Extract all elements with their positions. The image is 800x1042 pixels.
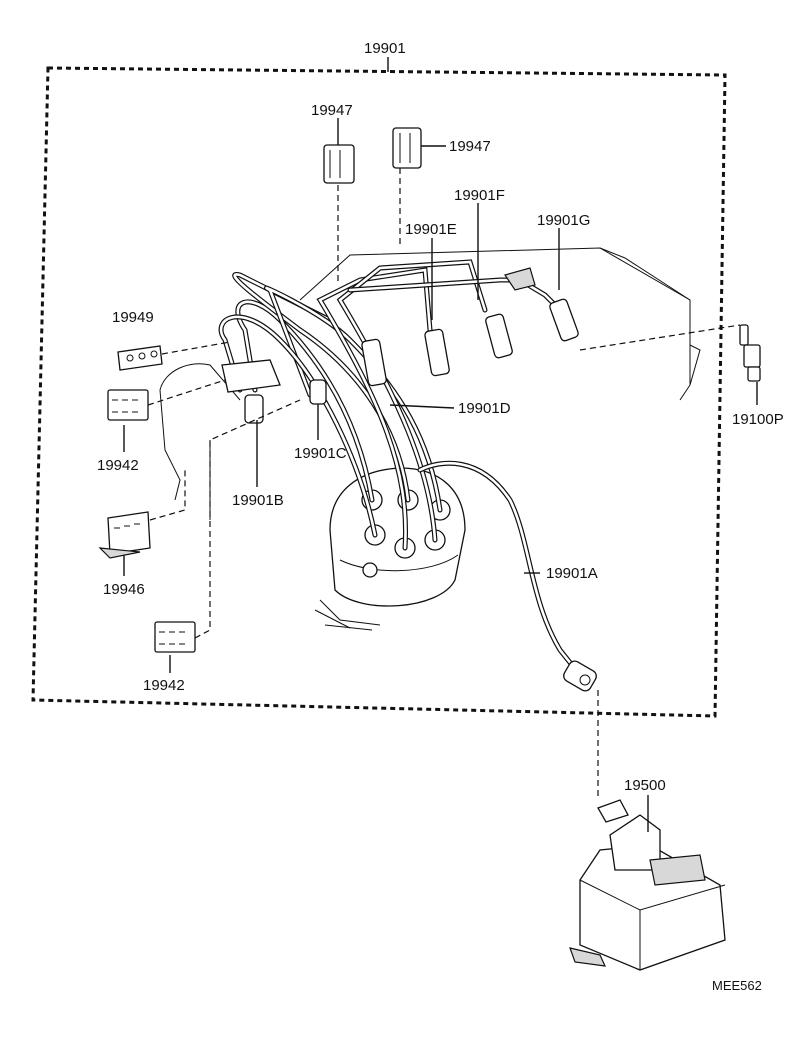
label-clamp-19942-upper: 19942 bbox=[97, 457, 139, 474]
coil-lead-terminal bbox=[563, 660, 597, 692]
label-clamp-19947-left: 19947 bbox=[311, 102, 353, 119]
label-cord-c: 19901C bbox=[294, 445, 347, 462]
clamp-19946-shape bbox=[98, 511, 151, 559]
label-clamp-19946: 19946 bbox=[103, 581, 145, 598]
harness-group-border bbox=[31, 66, 727, 718]
distributor-clip-shape bbox=[221, 359, 281, 393]
label-cord-g: 19901G bbox=[537, 212, 590, 229]
spark-plug-shape bbox=[739, 324, 761, 382]
clamp-19949-shape bbox=[117, 345, 163, 371]
plug-boots bbox=[244, 267, 579, 424]
engine-outline bbox=[159, 247, 701, 520]
clamp-19947-right-shape bbox=[392, 127, 422, 169]
clamp-19942-lower-shape bbox=[154, 621, 196, 653]
distributor-cap bbox=[314, 467, 466, 631]
label-cord-b: 19901B bbox=[232, 492, 284, 509]
label-cord-e: 19901E bbox=[405, 221, 457, 238]
label-cord-d: 19901D bbox=[458, 400, 511, 417]
label-harness: 19901 bbox=[364, 40, 406, 57]
label-spark-plug: 19100P bbox=[732, 411, 784, 428]
label-cord-a: 19901A bbox=[546, 565, 598, 582]
label-clamp-19947-right: 19947 bbox=[449, 138, 491, 155]
ignition-wires bbox=[218, 259, 583, 678]
ignition-coil-shape bbox=[569, 799, 726, 971]
leader-lines bbox=[147, 168, 741, 800]
label-figure-code: MEE562 bbox=[712, 978, 762, 993]
label-cord-f: 19901F bbox=[454, 187, 505, 204]
label-coil: 19500 bbox=[624, 777, 666, 794]
label-leaders bbox=[123, 118, 758, 832]
clamp-19942-upper-shape bbox=[107, 389, 149, 421]
clamp-19947-left-shape bbox=[323, 144, 355, 184]
label-clamp-19949: 19949 bbox=[112, 309, 154, 326]
label-clamp-19942-lower: 19942 bbox=[143, 677, 185, 694]
